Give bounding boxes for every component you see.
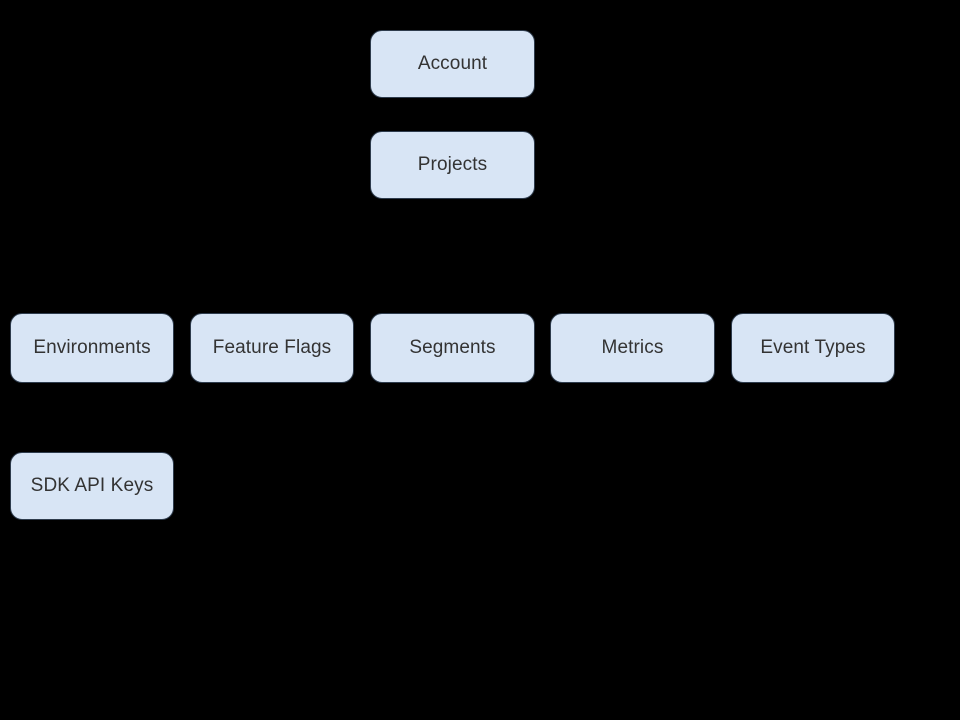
node-account[interactable]: Account	[370, 30, 535, 98]
node-feature-flags[interactable]: Feature Flags	[190, 313, 354, 383]
node-metrics[interactable]: Metrics	[550, 313, 715, 383]
node-feature-flags-label: Feature Flags	[212, 336, 332, 358]
node-event-types[interactable]: Event Types	[731, 313, 895, 383]
node-account-label: Account	[417, 52, 488, 74]
node-segments-label: Segments	[409, 336, 496, 358]
node-metrics-label: Metrics	[601, 336, 664, 358]
node-sdk-api-keys[interactable]: SDK API Keys	[10, 452, 174, 520]
node-environments-label: Environments	[33, 336, 151, 358]
node-event-types-label: Event Types	[760, 336, 866, 358]
node-environments[interactable]: Environments	[10, 313, 174, 383]
node-segments[interactable]: Segments	[370, 313, 535, 383]
node-sdk-api-keys-label: SDK API Keys	[30, 474, 154, 496]
node-projects-label: Projects	[417, 153, 488, 175]
node-projects[interactable]: Projects	[370, 131, 535, 199]
